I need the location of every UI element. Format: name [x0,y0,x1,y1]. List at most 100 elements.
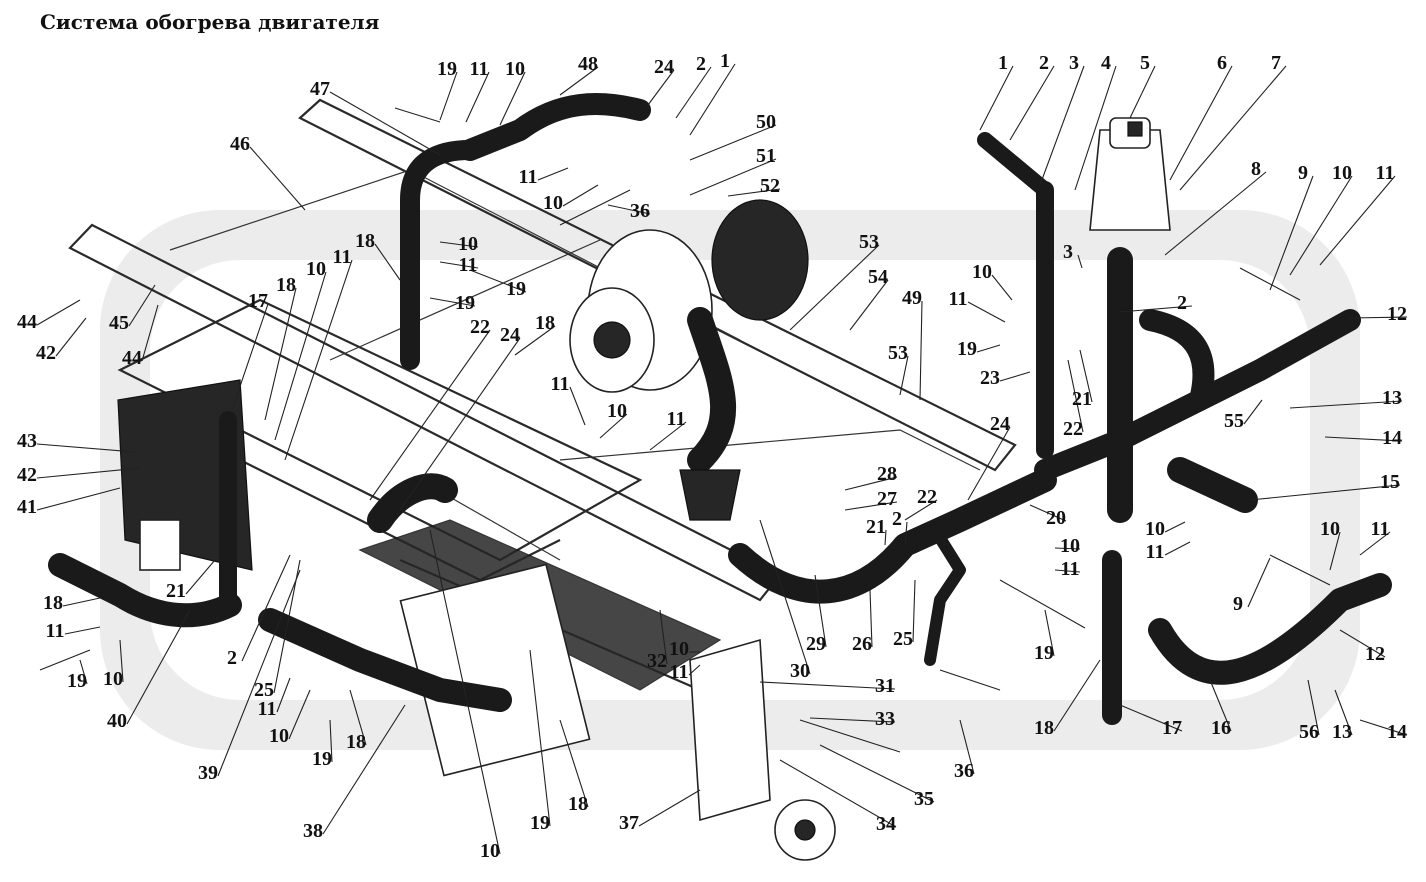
callout-label-c14b: 14 [1387,721,1407,743]
leader-line-c51 [689,158,777,196]
callout-label-c44b: 44 [122,347,142,369]
leader-line-c17b [1119,704,1183,732]
leader-line-c20 [1029,504,1067,522]
callout-label-c29: 29 [806,633,826,655]
callout-label-c46: 46 [230,133,250,155]
leader-line-c44a [36,299,81,326]
callout-label-c32: 32 [647,650,667,672]
leader-line-c9b [1247,557,1271,608]
callout-label-c18e: 18 [568,793,588,815]
callout-label-c9a: 9 [1298,162,1308,184]
leader-line-c2a [675,66,712,119]
leader-line-c11l [688,664,701,676]
callout-label-c31: 31 [875,675,895,697]
clamp-rods [39,107,1331,753]
leader-line-c37 [638,789,701,827]
callout-label-c24a: 24 [654,56,674,78]
callout-label-c28: 28 [877,463,897,485]
leader-line-c18c [514,325,556,356]
leader-line-c33 [809,717,896,723]
leader-line-c36a [607,204,651,215]
leader-line-c18f [349,689,367,746]
leader-line-c25a [912,579,916,643]
callout-label-c11h: 11 [1061,558,1080,580]
callout-label-c52: 52 [760,175,780,197]
leader-line-c56 [1307,679,1320,736]
callout-label-c19f: 19 [530,812,550,834]
callout-label-c1b: 1 [998,52,1008,74]
callout-label-c42a: 42 [17,464,37,486]
callout-label-c11c: 11 [459,254,478,276]
leader-line-c18g [62,597,101,607]
callout-label-c11g: 11 [949,288,968,310]
callout-label-c23: 23 [980,367,1000,389]
callout-label-c51: 51 [756,145,776,167]
callout-label-c10e: 10 [607,400,627,422]
leader-line-c22c [904,499,938,521]
leader-line-c10i [1164,521,1186,533]
callout-label-c11f: 11 [667,408,686,430]
leader-line-c12a [1349,316,1408,319]
leader-line-c14b [1359,719,1408,736]
leader-line-c2e [241,554,291,662]
callout-label-c2a: 2 [696,53,706,75]
leader-line-c48 [559,66,599,96]
leader-line-c13a [1289,400,1403,409]
leader-line-c36b [959,719,975,775]
callout-label-c18a: 18 [355,230,375,252]
callout-label-c24b: 24 [500,324,520,346]
leader-line-c3b [1077,254,1083,269]
callout-label-c11j: 11 [1146,541,1165,563]
leader-line-c10j [1329,531,1341,571]
leader-line-c21b [884,529,887,546]
callout-label-c11e: 11 [551,373,570,395]
callout-label-c39: 39 [198,762,218,784]
leader-line-c43 [36,443,136,453]
callout-label-c13b: 13 [1332,721,1352,743]
leader-line-c7 [1179,65,1287,191]
leader-line-c19d [976,344,1001,353]
leader-line-c11i [1319,175,1396,266]
leader-line-c9a [1269,175,1314,291]
leader-line-c11n [64,626,101,635]
callout-label-c12b: 12 [1365,643,1385,665]
callout-label-c22a: 22 [470,316,490,338]
leader-line-c23 [999,371,1031,382]
leader-line-c19e [1044,609,1055,657]
leader-line-c10h [1289,175,1353,276]
callout-label-c11l: 11 [670,661,689,683]
callout-label-c12a: 12 [1387,303,1407,325]
callout-label-c18g: 18 [43,592,63,614]
callout-label-c19g: 19 [312,748,332,770]
leader-line-c44b [141,304,159,362]
callout-label-c10d: 10 [306,258,326,280]
callout-label-c21c: 21 [166,580,186,602]
callout-label-c6: 6 [1217,52,1227,74]
leader-line-c25b [273,559,301,694]
leader-line-c6 [1169,65,1233,181]
leader-line-c1a [689,63,736,136]
callout-label-c10c: 10 [458,233,478,255]
callout-label-c55: 55 [1224,410,1244,432]
callout-label-c38: 38 [303,820,323,842]
leader-line-c10d [274,271,327,441]
callout-label-c10j: 10 [1320,518,1340,540]
leader-line-c49 [919,300,923,401]
leader-line-c52 [727,188,781,197]
leader-line-c26 [869,589,873,648]
leader-line-c18a [374,243,401,281]
callout-label-c19b: 19 [506,278,526,300]
leader-line-c4 [1074,65,1117,191]
leader-line-c10c [439,241,479,248]
leader-line-c24c [967,426,1011,501]
pump-unit [569,199,809,521]
leader-line-c41 [36,487,121,511]
leader-line-c22b [1067,359,1084,433]
callout-label-c11n: 11 [46,620,65,642]
callout-label-c44a: 44 [17,311,37,333]
callout-label-c30: 30 [790,660,810,682]
leader-line-c11f [649,421,687,451]
callout-label-c25a: 25 [893,628,913,650]
